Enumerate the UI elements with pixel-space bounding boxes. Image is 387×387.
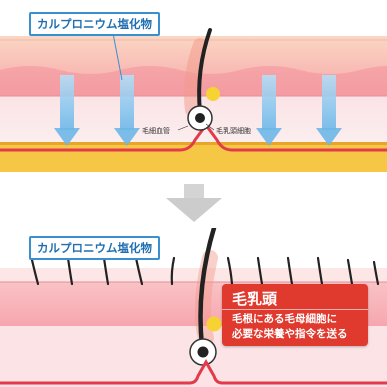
absorption-arrows <box>54 75 342 146</box>
down-arrow-icon <box>166 184 222 222</box>
main-hair-shaft <box>198 228 217 349</box>
top-panel: 毛細血管 毛乳頭細胞 カルプロニウム塩化物 <box>0 0 387 172</box>
hair-shaft <box>197 28 212 114</box>
blue-arrow-3 <box>256 75 282 146</box>
transition-area <box>0 172 387 228</box>
bottom-panel: カルプロニウム塩化物 毛乳頭 毛根にある毛母細胞に 必要な栄養や指令を送る <box>0 228 387 387</box>
callout-text: 毛根にある毛母細胞に 必要な栄養や指令を送る <box>232 312 348 342</box>
papilla-callout: 毛乳頭 毛根にある毛母細胞に 必要な栄養や指令を送る <box>222 284 368 346</box>
capillary-line-bottom <box>0 358 387 385</box>
compound-label-bottom: カルプロニウム塩化物 <box>29 236 160 260</box>
papilla-cell-dot <box>206 87 220 101</box>
compound-label-top: カルプロニウム塩化物 <box>29 12 160 36</box>
callout-line-1: 毛根にある毛母細胞に <box>232 313 337 325</box>
top-diagram: 毛細血管 毛乳頭細胞 <box>0 0 387 172</box>
main-hair-follicle <box>189 228 222 366</box>
blue-arrow-4 <box>316 75 342 146</box>
capillary-label: 毛細血管 <box>142 126 170 135</box>
callout-line-2: 必要な栄養や指令を送る <box>232 328 348 340</box>
blue-arrow-1 <box>54 75 80 146</box>
callout-divider <box>222 309 368 310</box>
blue-arrow-2 <box>114 75 140 146</box>
hair-strands <box>30 256 380 286</box>
fat-layer <box>0 142 387 172</box>
papilla-cell-label: 毛乳頭細胞 <box>216 126 251 135</box>
papilla-dot-bottom <box>206 316 222 332</box>
callout-title: 毛乳頭 <box>232 290 278 308</box>
